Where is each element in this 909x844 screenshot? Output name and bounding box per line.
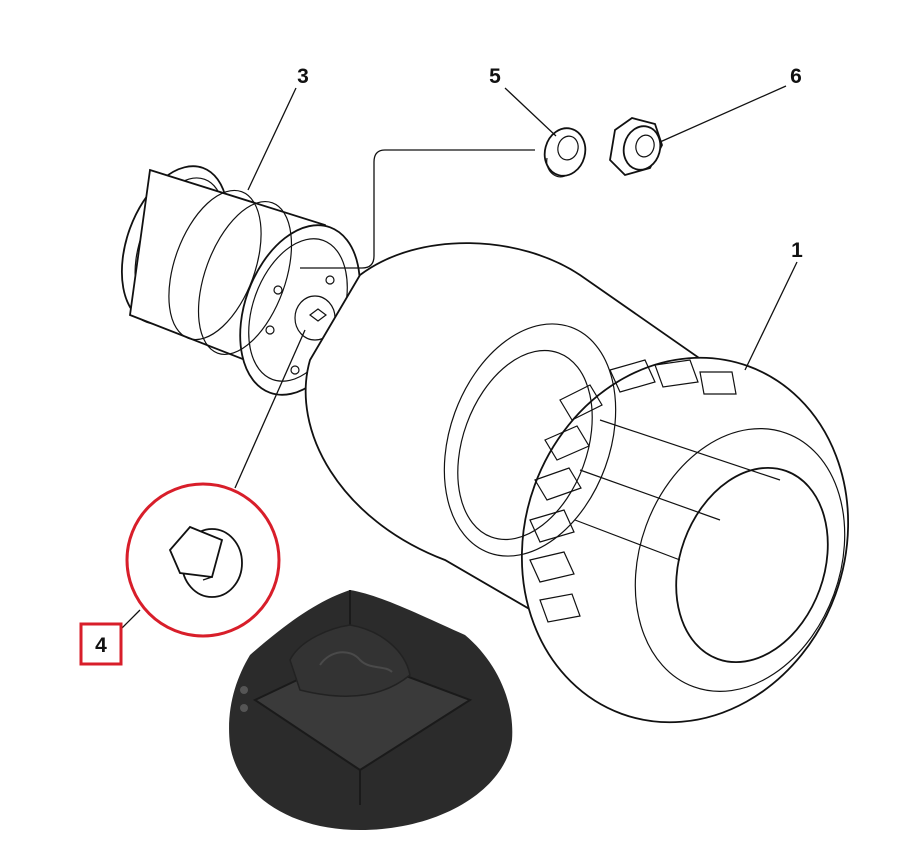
- callout-3: 3: [297, 65, 309, 88]
- tire-part-1[interactable]: [304, 242, 899, 768]
- plug-photo-inset: [229, 590, 513, 830]
- callout-4-box: 4: [79, 622, 123, 666]
- nut-part-6[interactable]: [609, 117, 665, 177]
- callout-5: 5: [489, 65, 501, 88]
- callout-1: 1: [791, 239, 803, 262]
- callout-4: 4: [95, 634, 107, 657]
- leader-lines: [117, 85, 798, 633]
- rim-part-3[interactable]: [102, 152, 382, 412]
- callout-6: 6: [790, 65, 802, 88]
- callout-labels: 3 5 6 1: [297, 65, 803, 262]
- tire-tread-pattern: [529, 359, 781, 623]
- washer-part-5[interactable]: [539, 124, 590, 181]
- plug-part-4-detail[interactable]: [125, 482, 281, 638]
